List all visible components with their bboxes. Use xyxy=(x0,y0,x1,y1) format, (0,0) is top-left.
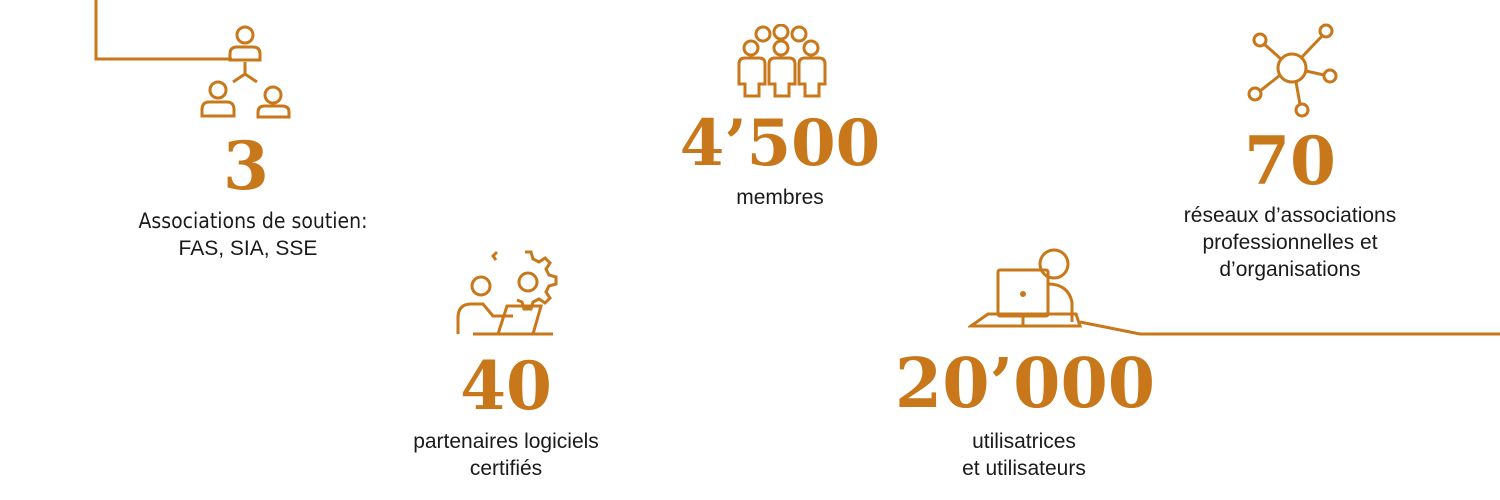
person-desktop-computer-icon xyxy=(968,248,1083,328)
label-line: membres xyxy=(736,186,824,209)
stat-number: 4’500 xyxy=(679,106,881,181)
label-line: et utilisateurs xyxy=(962,457,1086,480)
stat-number: 40 xyxy=(460,347,552,425)
stat-number: 3 xyxy=(223,127,269,205)
label-line: utilisatrices xyxy=(972,430,1076,453)
label-line: certifiés xyxy=(469,457,543,480)
label-line: réseaux d’associations xyxy=(1183,204,1397,227)
group-people-icon xyxy=(737,24,827,98)
stat-label: Associations de soutien: FAS, SIA, SSE xyxy=(118,208,388,262)
label-line: professionnelles et xyxy=(1202,231,1378,254)
bottom-right-connector-line xyxy=(1079,320,1500,336)
label-line: d’organisations xyxy=(1219,258,1361,281)
label-line: Associations de soutien: xyxy=(138,209,368,233)
stat-label: membres xyxy=(680,184,880,211)
stat-number: 70 xyxy=(1244,122,1336,200)
network-hub-icon xyxy=(1247,23,1338,118)
label-line: partenaires logiciels xyxy=(413,430,599,453)
stat-label: partenaires logiciels certifiés xyxy=(356,428,656,482)
stat-label: réseaux d’associations professionnelles … xyxy=(1140,202,1440,283)
stat-number: 20’000 xyxy=(894,344,1156,424)
stat-label: utilisatrices et utilisateurs xyxy=(874,428,1174,482)
hierarchy-people-icon xyxy=(200,25,291,119)
person-laptop-gear-icon xyxy=(456,250,558,336)
top-left-connector-line xyxy=(94,0,232,61)
label-line: FAS, SIA, SSE xyxy=(178,237,318,260)
